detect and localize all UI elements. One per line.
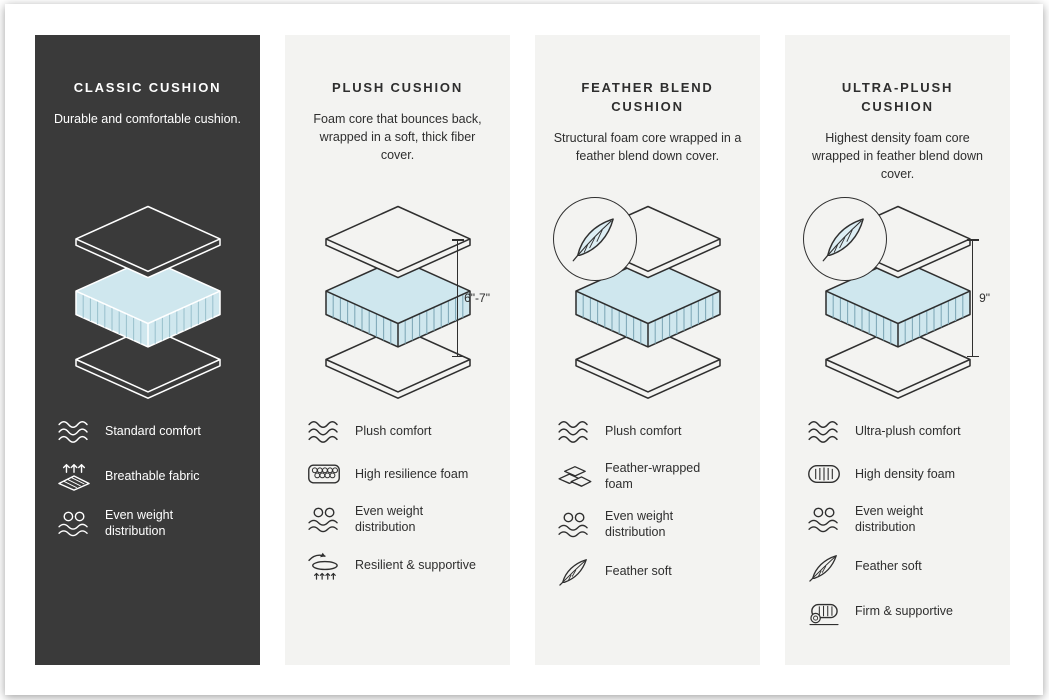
feather-icon — [823, 219, 864, 261]
height-dimension: 9" — [967, 239, 990, 357]
feature-list: Plush comfort Feather-wrapped foam Even … — [553, 417, 742, 587]
panel-header: PLUSH CUSHION Foam core that bounces bac… — [303, 79, 492, 191]
feature-item: Plush comfort — [303, 417, 492, 445]
panel-plush-cushion: PLUSH CUSHION Foam core that bounces bac… — [285, 35, 510, 665]
feature-label: High density foam — [855, 466, 956, 481]
feature-item: Feather-wrapped foam — [553, 460, 742, 493]
panel-description: Highest density foam core wrapped in fea… — [812, 130, 983, 181]
density-foam-icon — [803, 462, 845, 486]
dimension-label: 9" — [979, 291, 990, 305]
feature-item: Plush comfort — [553, 417, 742, 445]
feature-list: Ultra-plush comfort High density foam Ev… — [803, 417, 992, 626]
feature-label: Ultra-plush comfort — [855, 423, 961, 438]
feature-label: Feather-wrapped foam — [605, 461, 701, 492]
panel-header: FEATHER BLEND CUSHION Structural foam co… — [553, 79, 742, 191]
panel-description: Foam core that bounces back, wrapped in … — [313, 111, 482, 163]
feather-wrapped-foam-icon — [553, 462, 595, 490]
feature-label: Even weight distribution — [855, 504, 924, 535]
panel-feather-blend-cushion: FEATHER BLEND CUSHION Structural foam co… — [535, 35, 760, 665]
cushion-illustration: 9" — [803, 191, 992, 411]
dimension-line — [967, 239, 977, 357]
feature-item: Breathable fabric — [53, 460, 242, 492]
panel-title: ULTRA-PLUSH CUSHION — [841, 80, 954, 114]
feature-label: Feather soft — [605, 563, 672, 578]
dimension-label: 6"-7" — [464, 291, 490, 305]
layered-cushion-diagram — [75, 206, 220, 399]
waves-icon — [53, 418, 95, 444]
panel-header: CLASSIC CUSHION Durable and comfortable … — [53, 79, 242, 191]
weight-distribution-icon — [53, 509, 95, 537]
resilience-foam-icon — [303, 462, 345, 486]
panel-ultra-plush-cushion: ULTRA-PLUSH CUSHION Highest density foam… — [785, 35, 1010, 665]
layered-cushion-diagram — [325, 206, 470, 399]
weight-distribution-icon — [553, 510, 595, 538]
feature-item: Firm & supportive — [803, 598, 992, 626]
feature-label: Plush comfort — [605, 423, 682, 438]
panel-title: CLASSIC CUSHION — [73, 80, 222, 95]
resilient-supportive-icon — [303, 551, 345, 581]
feature-label: Firm & supportive — [855, 604, 953, 619]
waves-icon — [553, 418, 595, 444]
feature-item: Even weight distribution — [803, 503, 992, 536]
panel-title: PLUSH CUSHION — [331, 80, 464, 95]
height-dimension: 6"-7" — [452, 239, 490, 357]
panel-header: ULTRA-PLUSH CUSHION Highest density foam… — [803, 79, 992, 191]
waves-icon — [803, 418, 845, 444]
feature-label: Even weight distribution — [605, 508, 674, 539]
feature-item: Resilient & supportive — [303, 551, 492, 581]
feature-item: Standard comfort — [53, 417, 242, 445]
cushion-illustration: 6"-7" — [303, 191, 492, 411]
feature-item: Even weight distribution — [303, 503, 492, 536]
panel-title: FEATHER BLEND CUSHION — [581, 80, 714, 114]
feature-label: Even weight distribution — [105, 508, 174, 539]
breathable-fabric-icon — [53, 460, 95, 492]
feature-label: High resilience foam — [355, 466, 469, 481]
firm-supportive-icon — [803, 598, 845, 626]
panel-description: Durable and comfortable cushion. — [54, 111, 241, 126]
feature-item: Even weight distribution — [53, 507, 242, 540]
waves-icon — [303, 418, 345, 444]
feature-label: Plush comfort — [355, 423, 432, 438]
feature-item: Ultra-plush comfort — [803, 417, 992, 445]
feature-item: High density foam — [803, 460, 992, 488]
feature-list: Standard comfort Breathable fabric Even … — [53, 417, 242, 540]
panel-description: Structural foam core wrapped in a feathe… — [553, 130, 742, 163]
dimension-line — [452, 239, 462, 357]
infographic-sheet: CLASSIC CUSHION Durable and comfortable … — [5, 4, 1043, 695]
feather-badge — [803, 197, 887, 281]
feature-item: Feather soft — [803, 551, 992, 583]
feature-item: High resilience foam — [303, 460, 492, 488]
weight-distribution-icon — [803, 505, 845, 533]
feature-label: Feather soft — [855, 559, 922, 574]
feature-label: Even weight distribution — [355, 504, 424, 535]
weight-distribution-icon — [303, 505, 345, 533]
feather-icon — [803, 551, 845, 583]
cushion-illustration — [553, 191, 742, 411]
cushion-illustration — [53, 191, 242, 411]
feature-label: Resilient & supportive — [355, 558, 476, 573]
feature-item: Feather soft — [553, 555, 742, 587]
feather-icon — [553, 555, 595, 587]
panel-classic-cushion: CLASSIC CUSHION Durable and comfortable … — [35, 35, 260, 665]
feather-badge — [553, 197, 637, 281]
feature-item: Even weight distribution — [553, 508, 742, 541]
feature-label: Breathable fabric — [105, 468, 200, 483]
feature-list: Plush comfort High resilience foam Even … — [303, 417, 492, 581]
feature-label: Standard comfort — [105, 423, 201, 438]
feather-icon — [573, 219, 614, 261]
